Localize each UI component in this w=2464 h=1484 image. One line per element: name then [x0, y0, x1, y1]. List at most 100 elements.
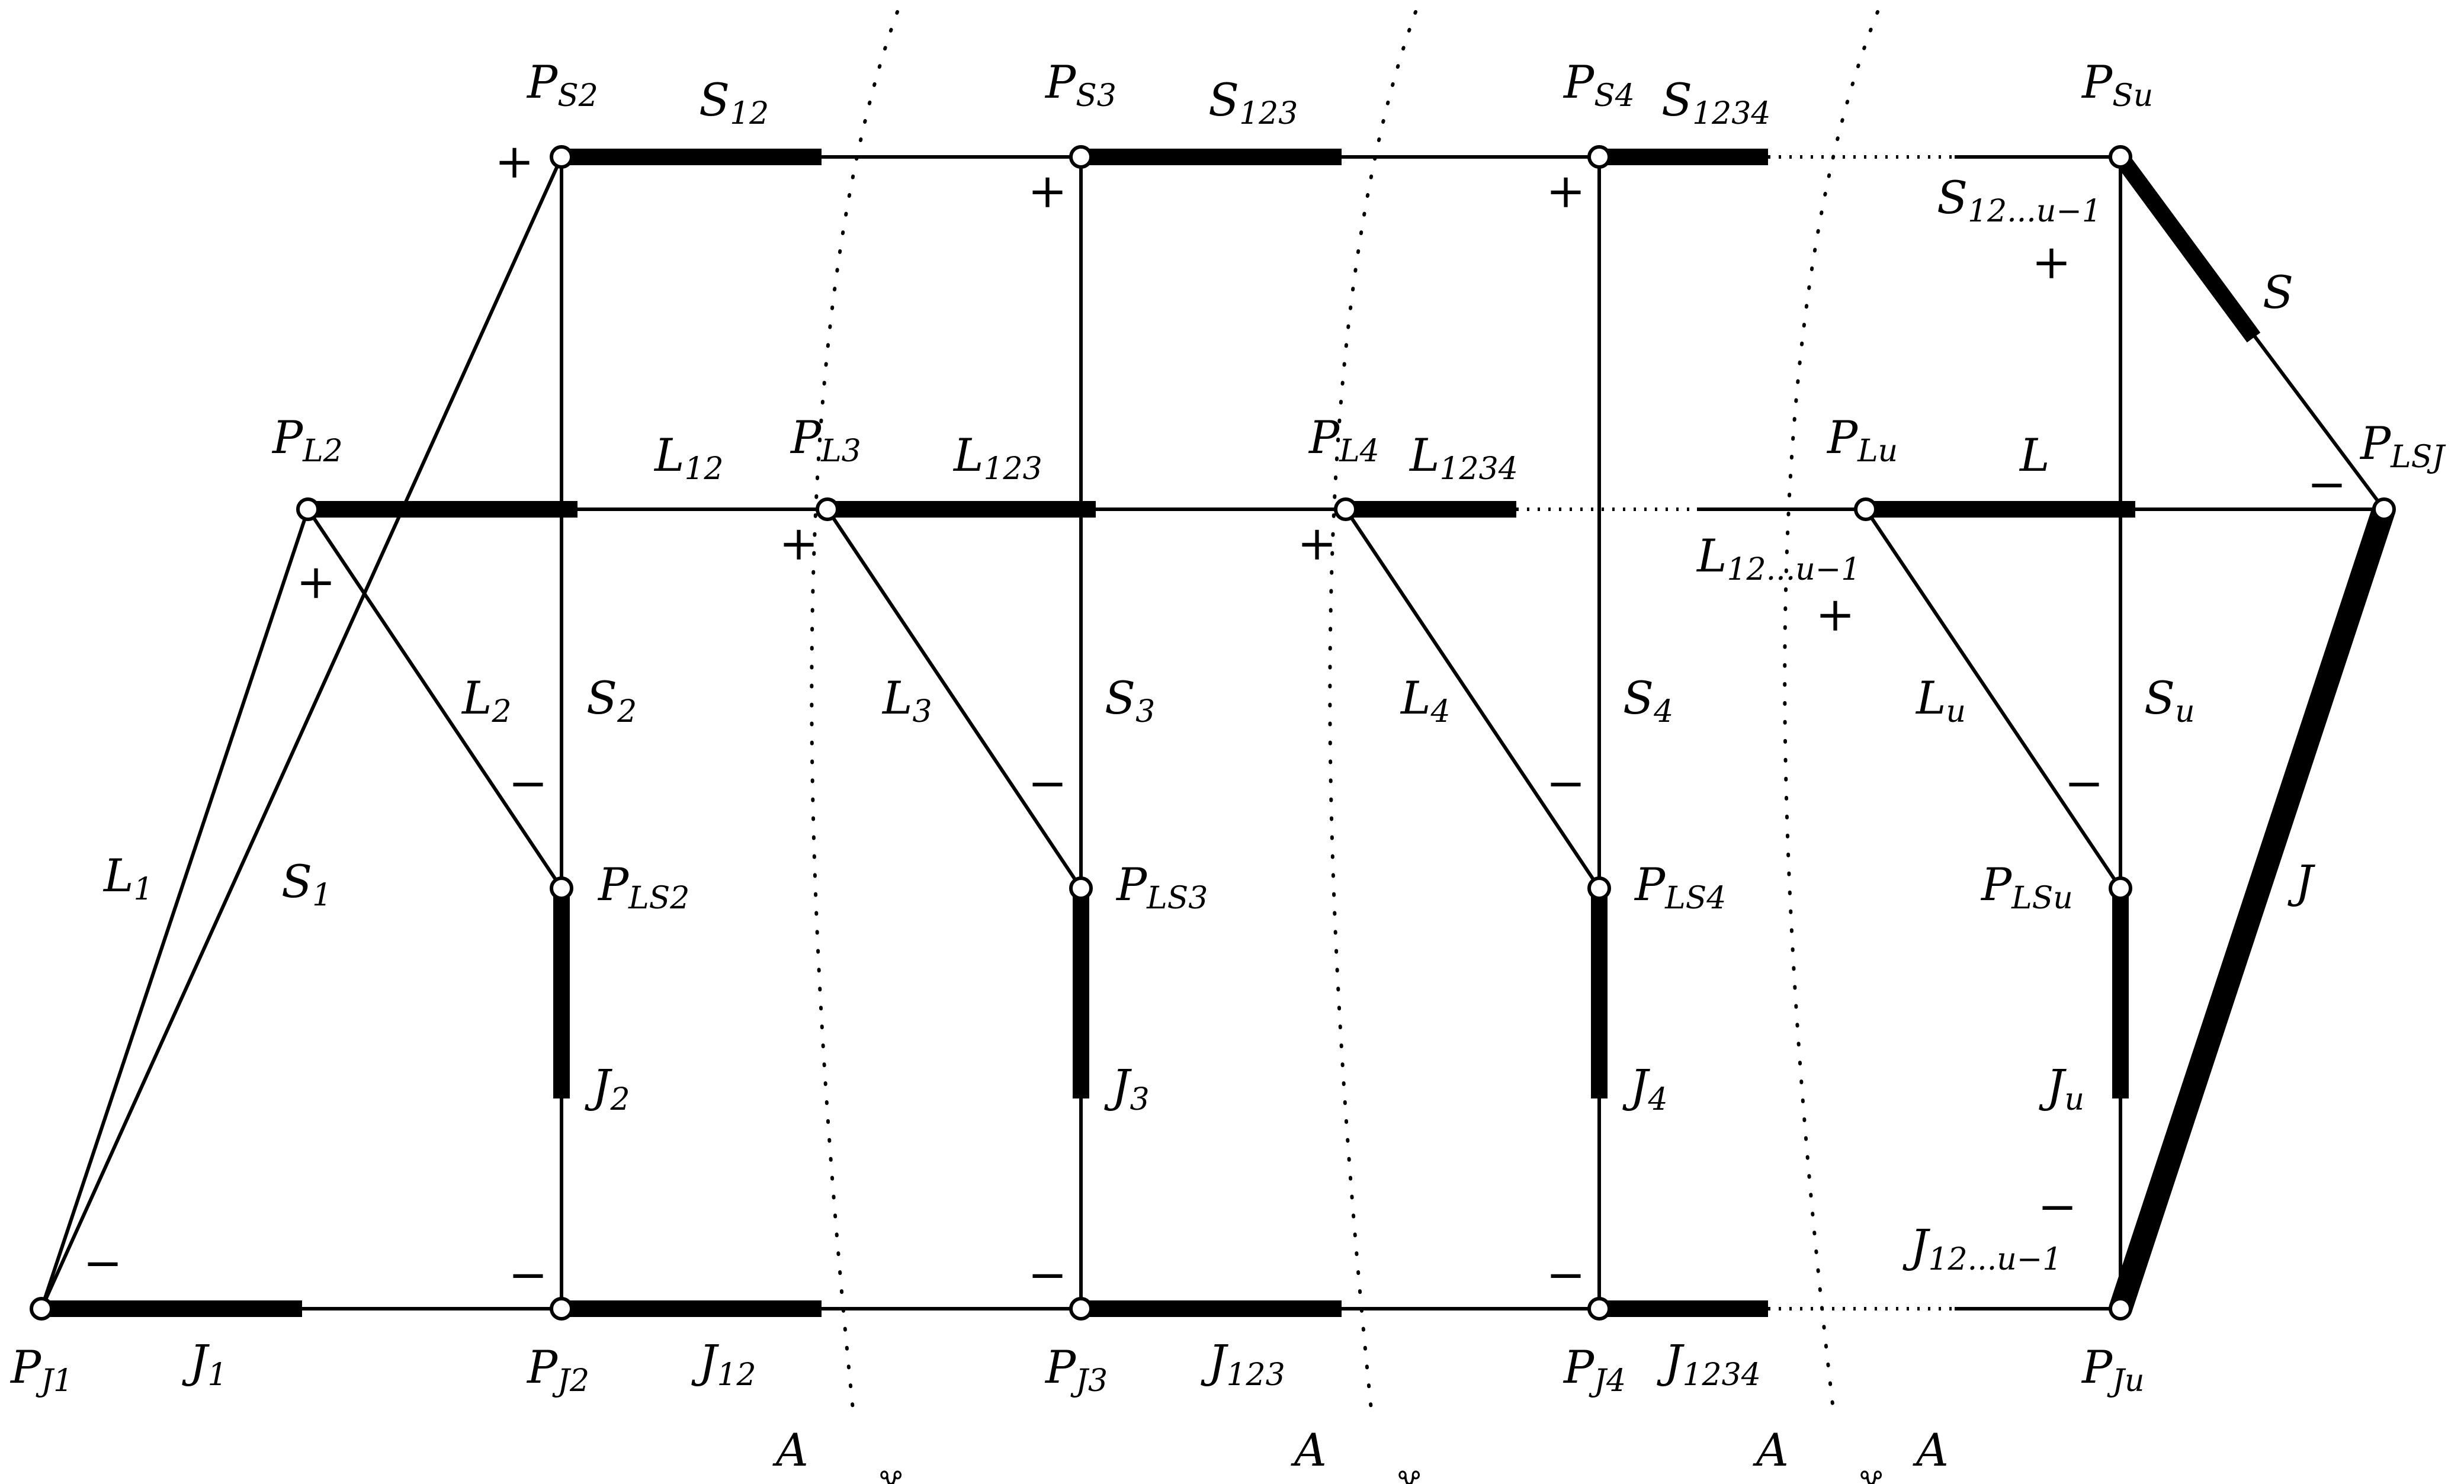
label-L4: L4: [1400, 672, 1451, 730]
plus-sign: +: [2032, 235, 2071, 290]
edge-J: [2109, 505, 2395, 1313]
label-PLS3: PLS3: [1115, 858, 1208, 916]
label-PLSu: PLSu: [1980, 858, 2073, 916]
label-L12: L12: [653, 429, 724, 487]
node-PLSJ: [2372, 497, 2396, 521]
label-S12u1: S12...u−1: [1937, 171, 2102, 229]
label-Lu: Lu: [1915, 672, 1966, 730]
continuation-dots: [1516, 155, 1952, 1310]
cut-lines: [810, 10, 1879, 1411]
cut-label-A: A: [772, 1424, 808, 1476]
label-PS3: PS3: [1044, 56, 1116, 114]
label-L: L: [2019, 429, 2049, 481]
minus-sign: −: [2064, 756, 2104, 811]
node-PJ2: [550, 1297, 573, 1321]
label-PJ1: PJ1: [9, 1341, 73, 1399]
plus-sign: +: [495, 134, 534, 189]
minus-sign: −: [2038, 1179, 2077, 1234]
minus-sign: −: [508, 1247, 548, 1302]
plus-sign: +: [1546, 163, 1586, 219]
label-PLu: PLu: [1826, 411, 1898, 469]
plus-sign: +: [1028, 163, 1067, 219]
minus-sign: −: [83, 1235, 123, 1290]
label-S123: S123: [1208, 73, 1298, 131]
edge-L1: [40, 509, 310, 1309]
label-J3: J3: [1104, 1059, 1150, 1117]
label-J12: J12: [691, 1335, 756, 1393]
label-PL2: PL2: [271, 411, 343, 469]
labels: PS2 S12 PS3 S123 PS4 S1234 PSu S12...u−1…: [9, 56, 2446, 1399]
minus-sign: −: [1028, 1247, 1067, 1302]
label-PLS4: PLS4: [1634, 858, 1726, 916]
label-PJ4: PJ4: [1563, 1341, 1626, 1399]
plus-sign: +: [1815, 587, 1855, 642]
cut-markers: A ✂ A ✂ A ✂ A: [772, 1424, 1949, 1484]
cut-label-A: A: [1913, 1424, 1949, 1476]
label-J: J: [2287, 855, 2315, 908]
label-L3: L3: [881, 672, 932, 730]
scissors-icon: ✂: [1381, 1469, 1436, 1484]
plus-sign: +: [296, 554, 336, 609]
label-PJu: PJu: [2081, 1341, 2144, 1399]
edge-Lu: [1864, 508, 2122, 889]
node-PJu: [2109, 1297, 2132, 1321]
label-S1: S1: [281, 855, 332, 913]
nodes: [30, 145, 2396, 1321]
edge-L3: [826, 508, 1083, 889]
node-PS4: [1587, 145, 1611, 169]
scissors-icon: ✂: [862, 1469, 917, 1484]
signs: + + + + + + + + − − − − − − − − − −: [83, 134, 2347, 1302]
label-S: S: [2263, 266, 2293, 319]
node-PLS3: [1069, 876, 1093, 900]
label-S1234: S1234: [1661, 73, 1770, 131]
label-PLSJ: PLSJ: [2359, 417, 2446, 475]
label-L1: L1: [102, 849, 153, 907]
label-J2: J2: [585, 1059, 630, 1117]
edge-L2: [306, 508, 563, 889]
label-J123: J123: [1201, 1335, 1285, 1393]
node-PS3: [1069, 145, 1093, 169]
node-PLSu: [2109, 876, 2132, 900]
label-S12: S12: [699, 73, 769, 131]
thick-edges: [41, 149, 2395, 1317]
label-Su: Su: [2144, 672, 2195, 730]
node-PLS2: [550, 876, 573, 900]
label-PL4: PL4: [1308, 411, 1379, 469]
label-L12u1: L12...u−1: [1696, 529, 1860, 587]
label-PJ2: PJ2: [526, 1341, 589, 1399]
thin-edges: [40, 155, 2386, 1310]
label-PS4: PS4: [1563, 56, 1635, 114]
label-PL3: PL3: [790, 411, 861, 469]
label-PS2: PS2: [526, 56, 598, 114]
node-PLu: [1854, 497, 1878, 521]
node-PJ3: [1069, 1297, 1093, 1321]
label-J4: J4: [1622, 1059, 1668, 1117]
edge-L4: [1344, 508, 1601, 889]
node-PLS4: [1587, 876, 1611, 900]
node-PS2: [550, 145, 573, 169]
label-PLS2: PLS2: [597, 858, 689, 916]
node-PL2: [296, 497, 320, 521]
label-L123: L123: [952, 429, 1042, 487]
label-L2: L2: [461, 672, 512, 730]
label-J1234: J1234: [1657, 1335, 1761, 1393]
node-PJ1: [30, 1297, 53, 1321]
cut-label-A: A: [1753, 1424, 1789, 1476]
label-L1234: L1234: [1409, 429, 1518, 487]
node-PL4: [1334, 497, 1358, 521]
node-PL3: [816, 497, 839, 521]
cut-line-3: [1783, 10, 1879, 1411]
label-PSu: PSu: [2081, 56, 2153, 114]
minus-sign: −: [1546, 1247, 1586, 1302]
edge-S1: [40, 156, 563, 1310]
node-PSu: [2109, 145, 2132, 169]
label-J1: J1: [182, 1335, 227, 1393]
label-S3: S3: [1105, 672, 1155, 730]
plus-sign: +: [779, 516, 819, 571]
minus-sign: −: [508, 756, 548, 811]
node-PJ4: [1587, 1297, 1611, 1321]
minus-sign: −: [1546, 756, 1586, 811]
label-S4: S4: [1623, 672, 1673, 730]
scissors-icon: ✂: [1843, 1469, 1898, 1484]
